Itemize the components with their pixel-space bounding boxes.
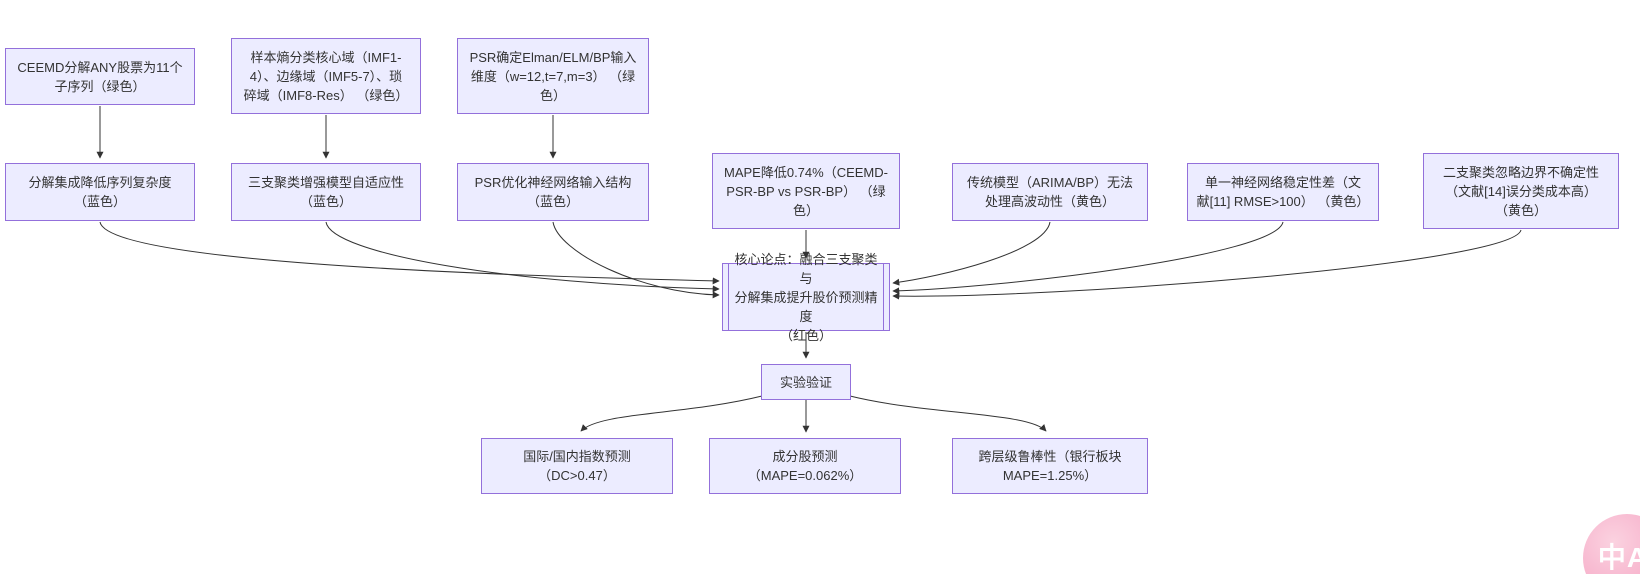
edge-singlenn-core (892, 221, 1284, 295)
node-psr-dimension: PSR确定Elman/ELM/BP输入 维度（w=12,t=7,m=3） （绿 … (457, 38, 649, 114)
node-component-stock-prediction: 成分股预测 （MAPE=0.062%） (709, 438, 901, 494)
edge-experiment-index (580, 395, 763, 432)
node-cross-level-robustness: 跨层级鲁棒性（银行板块 MAPE=1.25%） (952, 438, 1148, 494)
edge-traditional-core (892, 221, 1051, 286)
translate-button[interactable]: 中A (1583, 514, 1640, 574)
node-two-way-clustering-limit: 二支聚类忽略边界不确定性 （文献[14]误分类成本高） （黄色） (1423, 153, 1619, 229)
node-sample-entropy: 样本熵分类核心域（IMF1- 4）、边缘域（IMF5-7）、琐 碎域（IMF8-… (231, 38, 421, 114)
node-core-thesis: 核心论点：融合三支聚类与 分解集成提升股价预测精度 （红色） (722, 252, 890, 343)
node-ceemd-decompose: CEEMD分解ANY股票为11个 子序列（绿色） (5, 48, 195, 105)
node-single-nn-unstable: 单一神经网络稳定性差（文 献[11] RMSE>100） （黄色） (1187, 163, 1379, 221)
translate-button-label: 中A (1597, 542, 1640, 573)
node-index-prediction: 国际/国内指数预测 （DC>0.47） (481, 438, 673, 494)
node-three-way-clustering: 三支聚类增强模型自适应性 （蓝色） (231, 163, 421, 221)
edge-threeway-core (325, 221, 720, 293)
node-traditional-model-limit: 传统模型（ARIMA/BP）无法 处理高波动性（黄色） (952, 163, 1148, 221)
node-decomposition-complexity: 分解集成降低序列复杂度 （蓝色） (5, 163, 195, 221)
edge-experiment-robust (849, 395, 1047, 432)
edge-decomp-core (99, 221, 720, 285)
edge-twoway-core (892, 229, 1522, 300)
node-core-thesis-label: 核心论点：融合三支聚类与 分解集成提升股价预测精度 （红色） (728, 252, 884, 343)
node-mape-reduction: MAPE降低0.74%（CEEMD- PSR-BP vs PSR-BP） （绿 … (712, 153, 900, 229)
node-psr-structure: PSR优化神经网络输入结构 （蓝色） (457, 163, 649, 221)
edge-psrstruct-core (552, 221, 720, 299)
node-experiment-validation: 实验验证 (761, 364, 851, 400)
